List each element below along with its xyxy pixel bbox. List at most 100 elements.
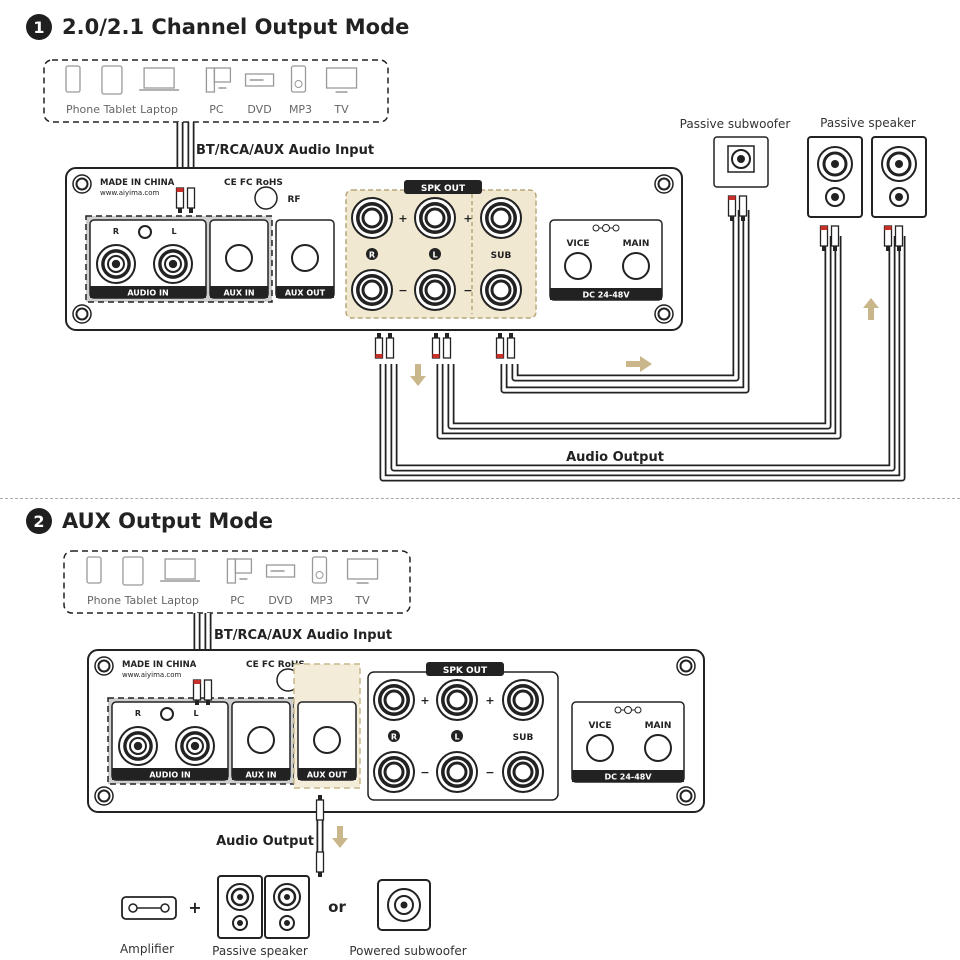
bt-button <box>138 225 152 239</box>
spk-out-label: SPK OUT <box>421 184 466 194</box>
vice-label: VICE <box>588 721 611 731</box>
source-label: Phone <box>66 103 100 116</box>
minus-sign: − <box>463 284 472 297</box>
section-divider <box>0 498 960 499</box>
binding-post-icon <box>351 269 393 311</box>
aux-in-jack <box>225 244 253 272</box>
rca-plug-icon <box>192 679 202 705</box>
target-label: Amplifier <box>120 942 174 956</box>
rca-plug-pair <box>374 333 395 359</box>
vice-dc-jack <box>564 252 592 280</box>
main-dc-jack <box>622 252 650 280</box>
binding-post-icon <box>373 751 415 793</box>
section-title-2: 2 AUX Output Mode <box>26 508 273 534</box>
passive-subwoofer-label: Passive subwoofer <box>680 117 791 131</box>
binding-post-icon <box>502 679 544 721</box>
bt-button <box>160 707 174 721</box>
binding-post-icon <box>373 679 415 721</box>
rca-plug-pair <box>819 225 840 251</box>
vice-dc-jack <box>586 734 614 762</box>
passive-speaker-label: Passive speaker <box>820 116 916 130</box>
rca-plug-icon <box>315 851 325 877</box>
rca-plug-icon <box>738 195 748 221</box>
source-label: TV <box>333 103 349 116</box>
arrow-icon <box>863 298 879 320</box>
r-label: R <box>113 227 119 236</box>
sub-label: SUB <box>491 251 512 261</box>
plus-sign: + <box>463 212 472 225</box>
rca-plug-icon <box>819 225 829 251</box>
dc-label: DC 24-48V <box>604 773 652 782</box>
source-label: DVD <box>247 103 271 116</box>
dc-label: DC 24-48V <box>582 291 630 300</box>
made-in-label: MADE IN CHINA <box>100 178 175 188</box>
l-badge <box>429 248 441 260</box>
polarity-icon <box>592 224 620 232</box>
aux-out-jack <box>291 244 319 272</box>
minus-sign: − <box>485 766 494 779</box>
aux-out-label: AUX OUT <box>285 289 326 298</box>
l-label: L <box>171 227 176 236</box>
aux-out-jack <box>313 726 341 754</box>
aux-out-label: AUX OUT <box>307 771 348 780</box>
audio-in-label: AUDIO IN <box>127 289 168 298</box>
input-label: BT/RCA/AUX Audio Input <box>196 143 374 158</box>
output-label: Audio Output <box>566 450 664 465</box>
cert-marks: CE FC RoHS <box>246 660 305 670</box>
plus-sign: + <box>485 694 494 707</box>
plus-sign: + <box>188 898 201 917</box>
source-label: Tablet <box>124 594 158 607</box>
rca-jack-r-icon <box>96 244 136 284</box>
source-label: MP3 <box>289 103 312 116</box>
aux-in-jack <box>247 726 275 754</box>
binding-post-icon <box>436 679 478 721</box>
screw-icon <box>676 786 696 806</box>
amplifier-icon <box>121 896 177 920</box>
r-badge <box>388 730 400 742</box>
passive-speaker-icon <box>217 875 263 939</box>
r-badge <box>366 248 378 260</box>
polarity-icon <box>614 706 642 714</box>
rca-plug-icon <box>203 679 213 705</box>
source-label: PC <box>209 103 224 116</box>
powered-subwoofer-icon <box>377 879 431 931</box>
main-label: MAIN <box>623 239 650 249</box>
rca-plug-icon <box>374 333 384 359</box>
target-label: Powered subwoofer <box>349 944 466 958</box>
speaker-wire <box>500 210 750 394</box>
plus-sign: + <box>420 694 429 707</box>
website-label: www.aiyima.com <box>100 189 160 197</box>
l-badge-label: L <box>432 251 437 260</box>
r-label: R <box>135 709 141 718</box>
binding-post-icon <box>480 269 522 311</box>
r-badge-label: R <box>369 251 375 260</box>
passive-subwoofer-icon <box>713 136 769 188</box>
rca-plug-icon <box>186 187 196 213</box>
screw-icon <box>94 786 114 806</box>
number-badge: 2 <box>26 508 52 534</box>
source-label: Tablet <box>103 103 137 116</box>
source-label: DVD <box>268 594 292 607</box>
rca-plug-icon <box>431 333 441 359</box>
or-label: or <box>328 898 346 916</box>
binding-post-icon <box>414 197 456 239</box>
rca-plug-icon <box>315 795 325 821</box>
r-badge-label: R <box>391 733 397 742</box>
arrow-icon <box>626 356 652 372</box>
l-badge-label: L <box>454 733 459 742</box>
rf-label: RF <box>287 195 300 205</box>
audio-in-label: AUDIO IN <box>149 771 190 780</box>
binding-post-icon <box>480 197 522 239</box>
rca-plug-icon <box>442 333 452 359</box>
plus-sign: + <box>398 212 407 225</box>
passive-speaker-icon <box>807 136 863 218</box>
rca-plug-icon <box>727 195 737 221</box>
binding-post-icon <box>351 197 393 239</box>
rca-plug-icon <box>495 333 505 359</box>
main-dc-jack <box>644 734 672 762</box>
